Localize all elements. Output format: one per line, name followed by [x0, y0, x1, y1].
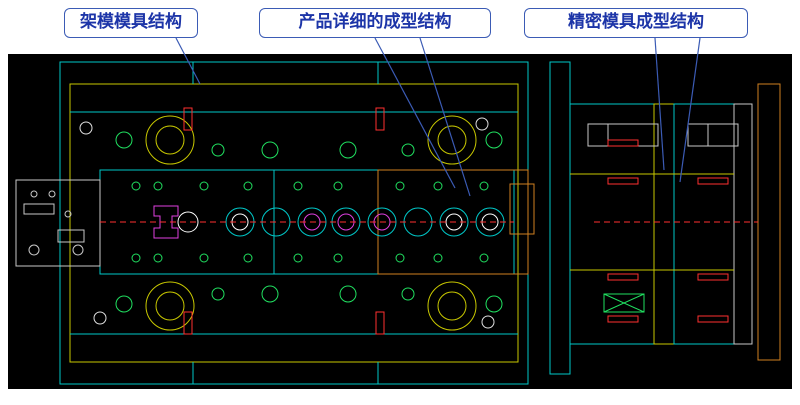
- mold-side-view: [549, 61, 781, 375]
- mold-plan-view: [15, 61, 535, 385]
- callout-precision-mold-structure: 精密模具成型结构: [524, 8, 748, 38]
- callout-product-detail-structure: 产品详细的成型结构: [259, 8, 491, 38]
- mold-cad-drawing: [8, 54, 792, 389]
- callout-frame-structure: 架模模具结构: [64, 8, 198, 38]
